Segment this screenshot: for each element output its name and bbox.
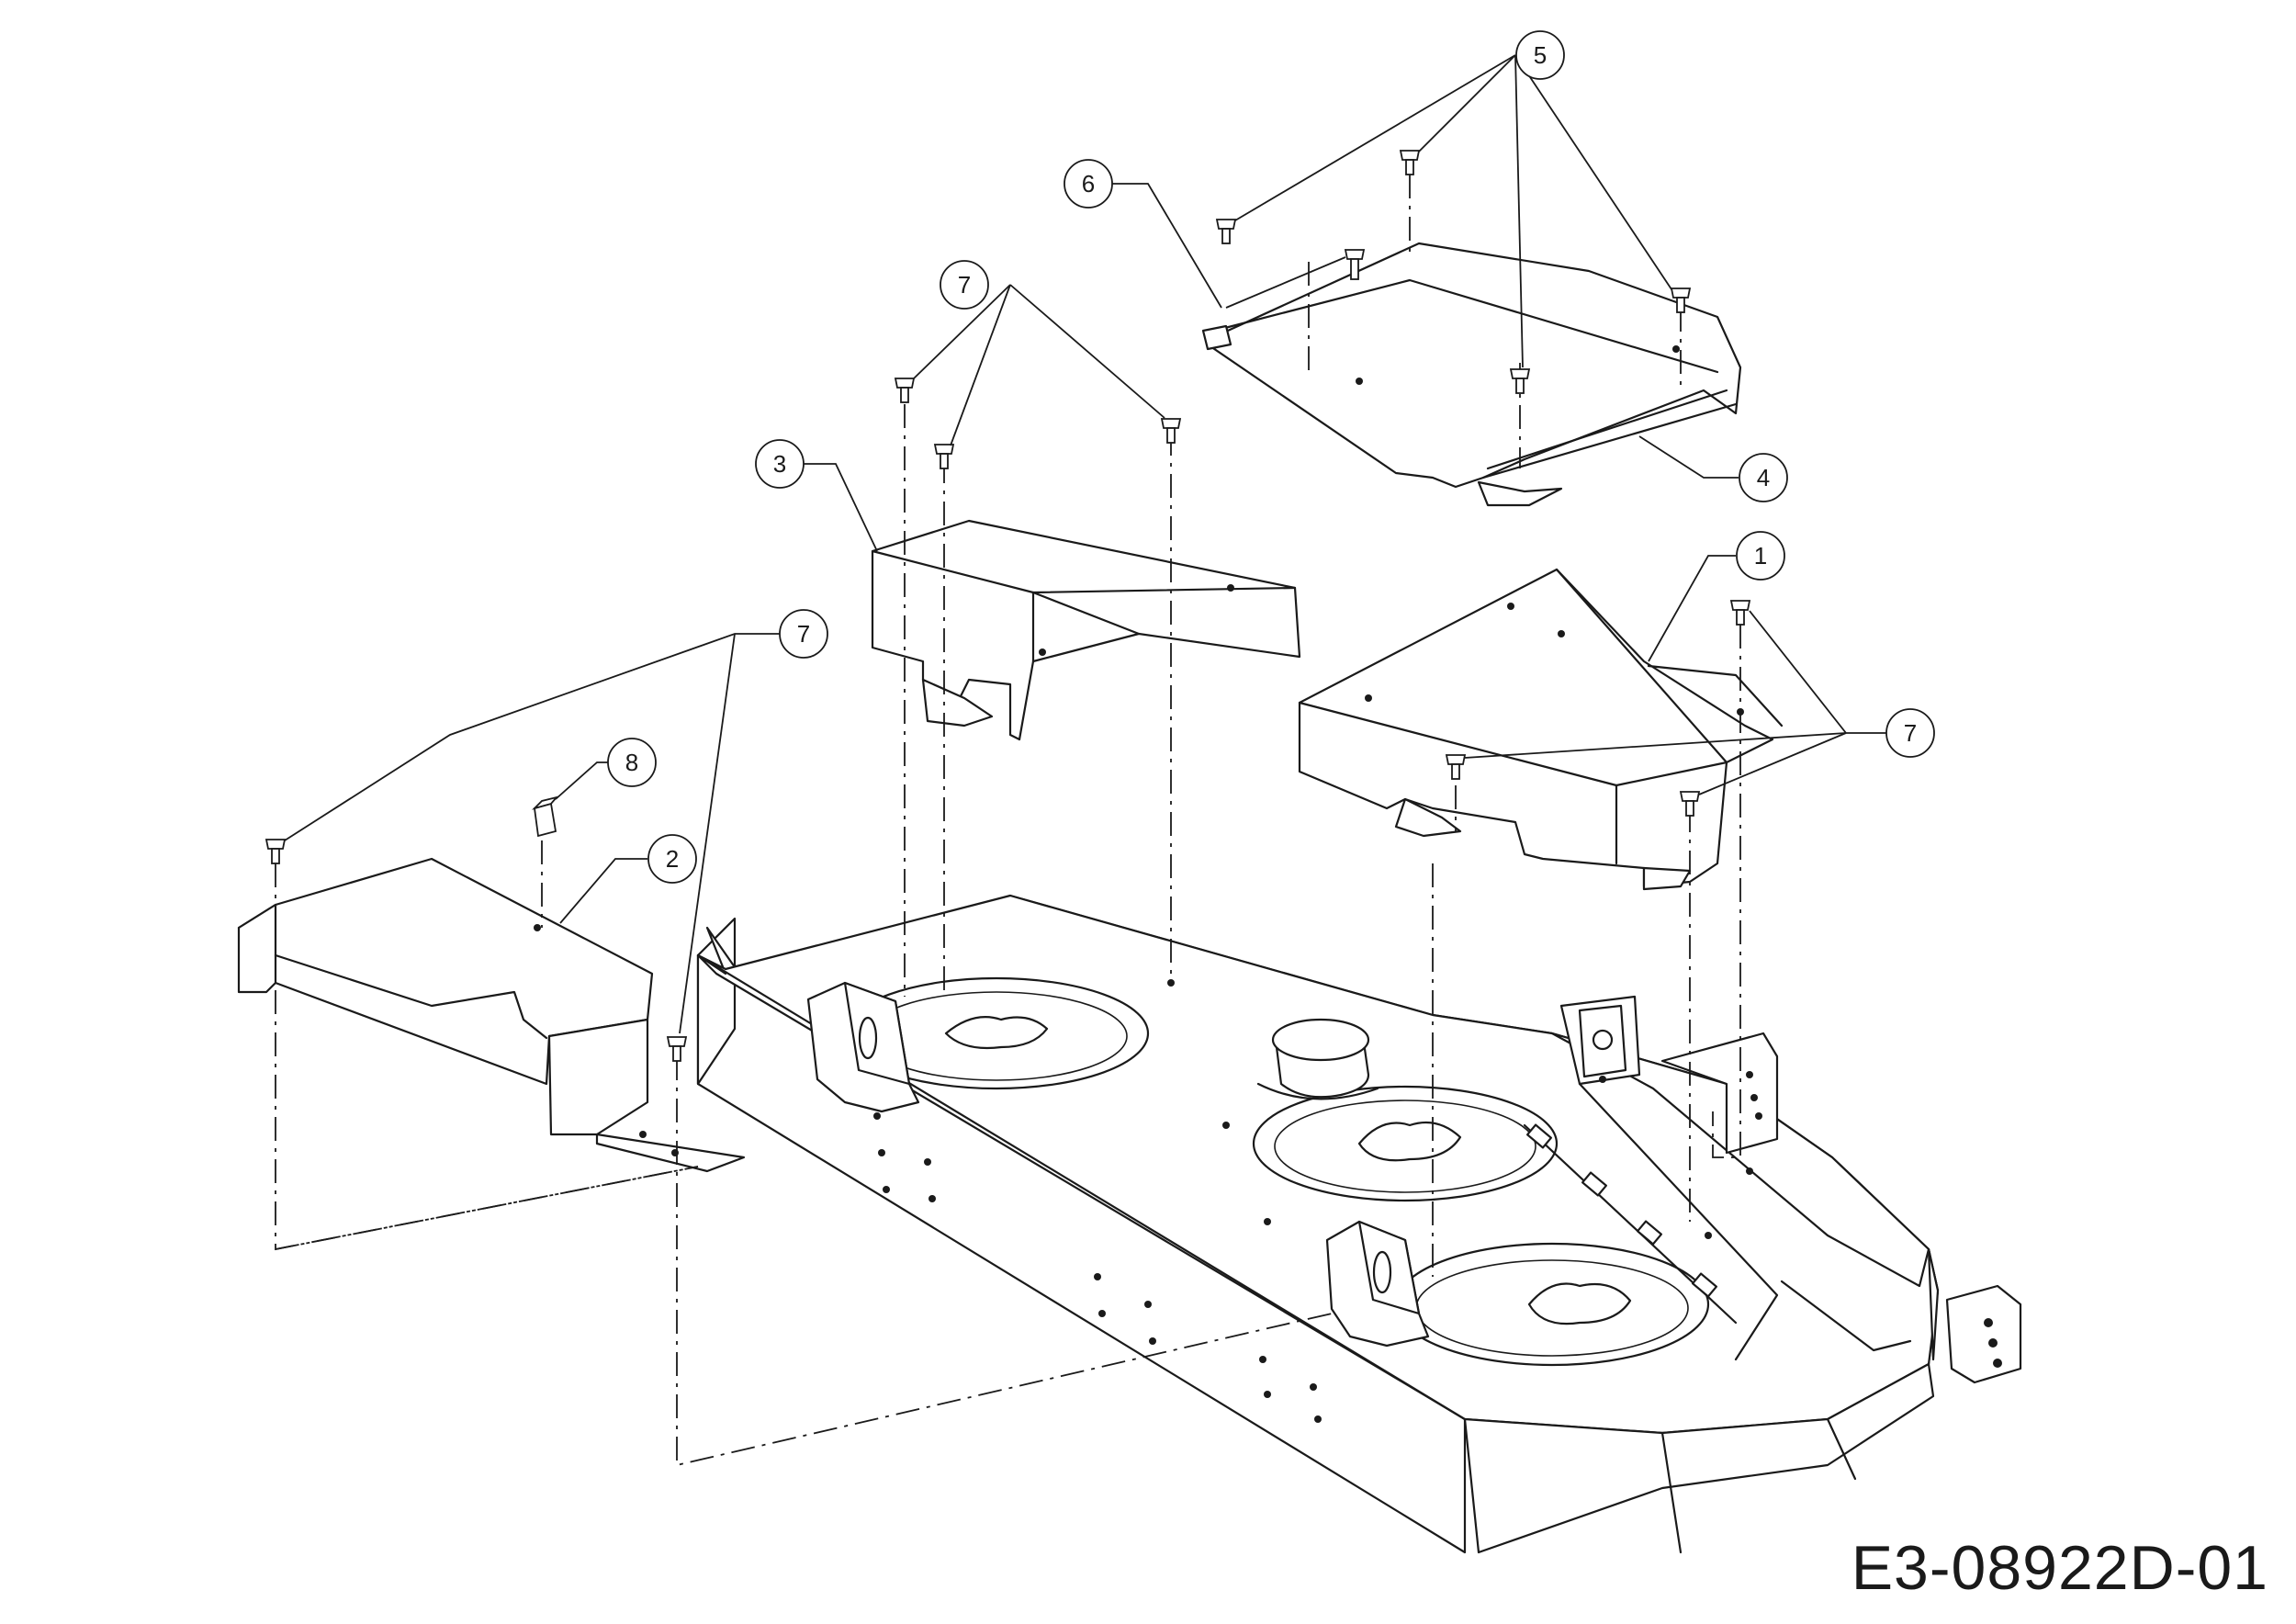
svg-text:8: 8	[625, 749, 638, 776]
part-4-top-cover	[1201, 242, 1742, 507]
bolt-7b	[933, 444, 955, 469]
bolt-7d	[264, 839, 287, 864]
bolt-5a	[1215, 219, 1237, 244]
callout-1: 1	[1736, 531, 1785, 581]
bolt-5d	[1509, 368, 1531, 394]
drawing-code: E3-08922D-01	[1851, 1533, 2268, 1603]
svg-text:5: 5	[1534, 41, 1547, 69]
callout-7-left: 7	[779, 609, 828, 659]
screw-bolts	[264, 150, 1751, 1062]
leader-lines	[284, 54, 1903, 1034]
bolt-7f	[1729, 600, 1751, 626]
svg-text:7: 7	[797, 620, 810, 648]
part-1-right-cover	[1298, 568, 1784, 891]
callout-7-top: 7	[940, 260, 989, 310]
callout-4: 4	[1739, 453, 1788, 502]
svg-text:1: 1	[1754, 542, 1767, 570]
callout-3: 3	[755, 439, 805, 489]
bolt-5c	[1670, 288, 1692, 313]
bolt-7a	[894, 378, 916, 403]
bolt-5b	[1399, 150, 1421, 175]
svg-text:4: 4	[1757, 464, 1770, 491]
bolt-7g	[1445, 754, 1467, 780]
svg-text:3: 3	[773, 450, 786, 478]
part-3-middle-cover	[871, 519, 1301, 741]
part-2-left-shield	[237, 857, 746, 1173]
bolt-7h	[1679, 791, 1701, 817]
callout-6: 6	[1064, 159, 1113, 209]
callout-7-right: 7	[1885, 708, 1935, 758]
callout-2: 2	[647, 834, 697, 884]
svg-text:7: 7	[1904, 719, 1917, 747]
callout-8: 8	[607, 738, 657, 787]
callout-5: 5	[1515, 30, 1565, 80]
part-8-bushing	[531, 795, 559, 838]
bolt-6	[1344, 249, 1366, 280]
svg-text:7: 7	[958, 271, 971, 299]
svg-text:6: 6	[1082, 170, 1095, 197]
bolt-7e	[666, 1036, 688, 1062]
assembly-lines	[275, 175, 1741, 1467]
svg-text:2: 2	[666, 845, 679, 873]
bolt-7c	[1160, 418, 1182, 444]
mower-deck	[696, 894, 2022, 1554]
